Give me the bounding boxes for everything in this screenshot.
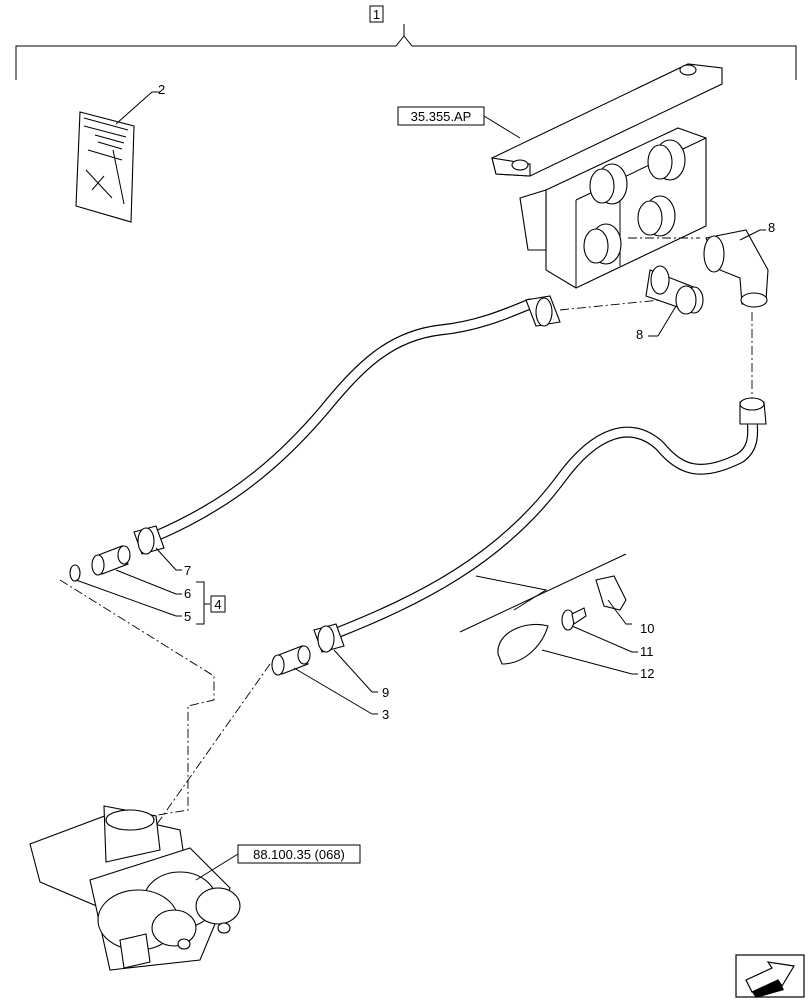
elbow-fitting: 8 (703, 220, 775, 308)
adapter-6-oring-5: 6 5 4 (69, 545, 226, 625)
valve-unit-ref: 88.100.35 (068) (253, 847, 345, 862)
kit-ref-label: 4 (214, 597, 221, 612)
adapter-3: 3 (271, 645, 389, 722)
assembly-ref-label: 1 (373, 7, 380, 22)
port-fittings (583, 139, 686, 265)
remote-valve-unit: 88.100.35 (068) (29, 805, 361, 971)
hose-assembly-lower: 9 (313, 397, 767, 700)
callout-3: 3 (382, 707, 389, 722)
callout-10: 10 (640, 621, 654, 636)
adapter-fitting-upper: 8 (636, 265, 704, 342)
callout-6: 6 (184, 586, 191, 601)
callout-12: 12 (640, 666, 654, 681)
callout-8-lower: 8 (636, 327, 643, 342)
next-page-arrow-icon[interactable] (735, 954, 805, 998)
center-lines (59, 237, 753, 835)
assembly-bracket: 1 (15, 5, 797, 80)
callout-8-upper: 8 (768, 220, 775, 235)
clip-screw-tie-group: 10 11 12 (459, 553, 654, 681)
callout-11: 11 (640, 644, 654, 659)
callout-2: 2 (158, 82, 165, 97)
callout-5: 5 (184, 609, 191, 624)
callout-9: 9 (382, 685, 389, 700)
callout-7: 7 (184, 563, 191, 578)
instruction-booklet: 2 (75, 82, 165, 223)
valve-block: 35.355.AP (397, 63, 723, 289)
hose-assembly-upper: 7 (133, 295, 561, 578)
valve-block-ref: 35.355.AP (411, 109, 472, 124)
